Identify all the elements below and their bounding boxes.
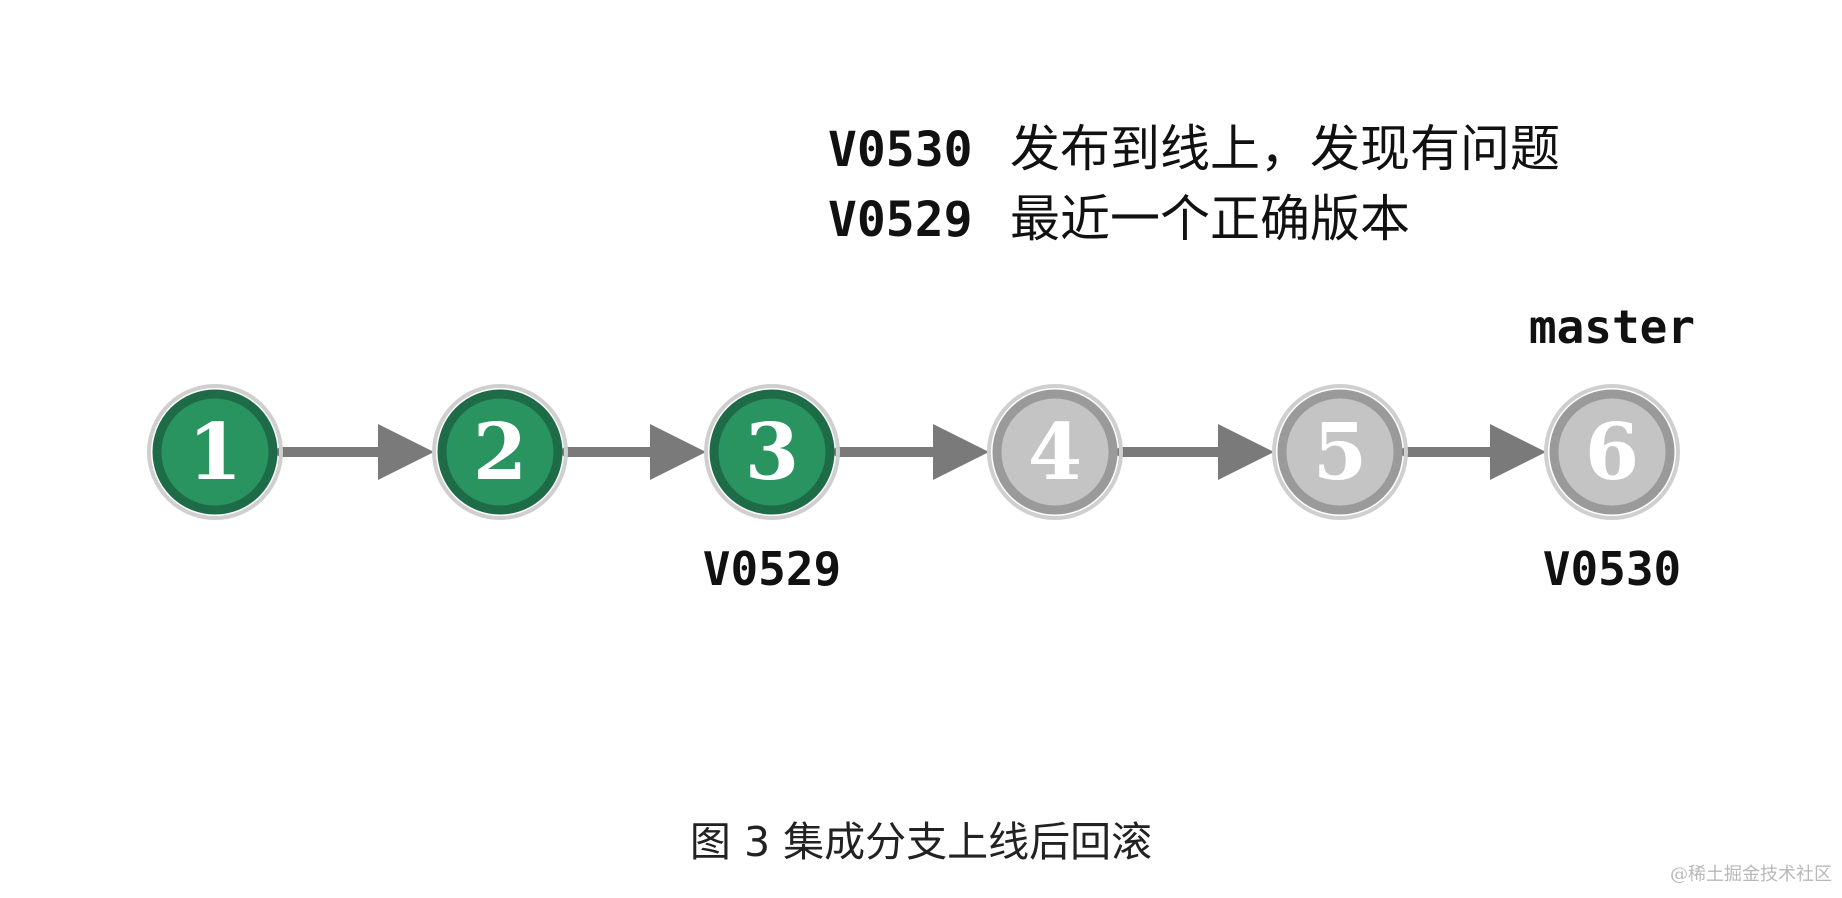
- figure-caption: 图 3 集成分支上线后回滚: [689, 818, 1153, 866]
- note-version-v0529: V0529: [828, 192, 973, 248]
- commit-label-4: 4: [1028, 407, 1082, 498]
- arrow-4-5: [1116, 424, 1274, 480]
- commit-node-6: 6: [1544, 384, 1680, 520]
- commit-nodes: 1 2 3 4 5 6: [147, 384, 1680, 520]
- commit-label-2: 2: [473, 407, 527, 498]
- commit-label-3: 3: [745, 407, 799, 498]
- commit-label-5: 5: [1313, 407, 1367, 498]
- commit-arrows: [276, 424, 1546, 480]
- commit-label-6: 6: [1585, 407, 1639, 498]
- commit-node-5: 5: [1272, 384, 1408, 520]
- arrow-2-3: [561, 424, 706, 480]
- commit-labels: V0529 V0530 master: [703, 300, 1695, 596]
- notes-block: V0530 发布到线上，发现有问题 V0529 最近一个正确版本: [828, 120, 1560, 248]
- tag-label-v0530: V0530: [1543, 542, 1681, 596]
- commit-node-2: 2: [432, 384, 568, 520]
- commit-node-4: 4: [987, 384, 1123, 520]
- note-version-v0530: V0530: [828, 122, 973, 178]
- watermark: @稀土掘金技术社区: [1670, 864, 1832, 885]
- commit-node-1: 1: [147, 384, 283, 520]
- arrow-3-4: [833, 424, 989, 480]
- branch-label-master: master: [1529, 300, 1695, 354]
- note-text-v0529: 最近一个正确版本: [1010, 190, 1410, 248]
- arrow-1-2: [276, 424, 434, 480]
- tag-label-v0529: V0529: [703, 542, 841, 596]
- note-text-v0530: 发布到线上，发现有问题: [1010, 120, 1560, 178]
- arrow-5-6: [1401, 424, 1546, 480]
- commit-node-3: 3: [704, 384, 840, 520]
- commit-label-1: 1: [188, 407, 242, 498]
